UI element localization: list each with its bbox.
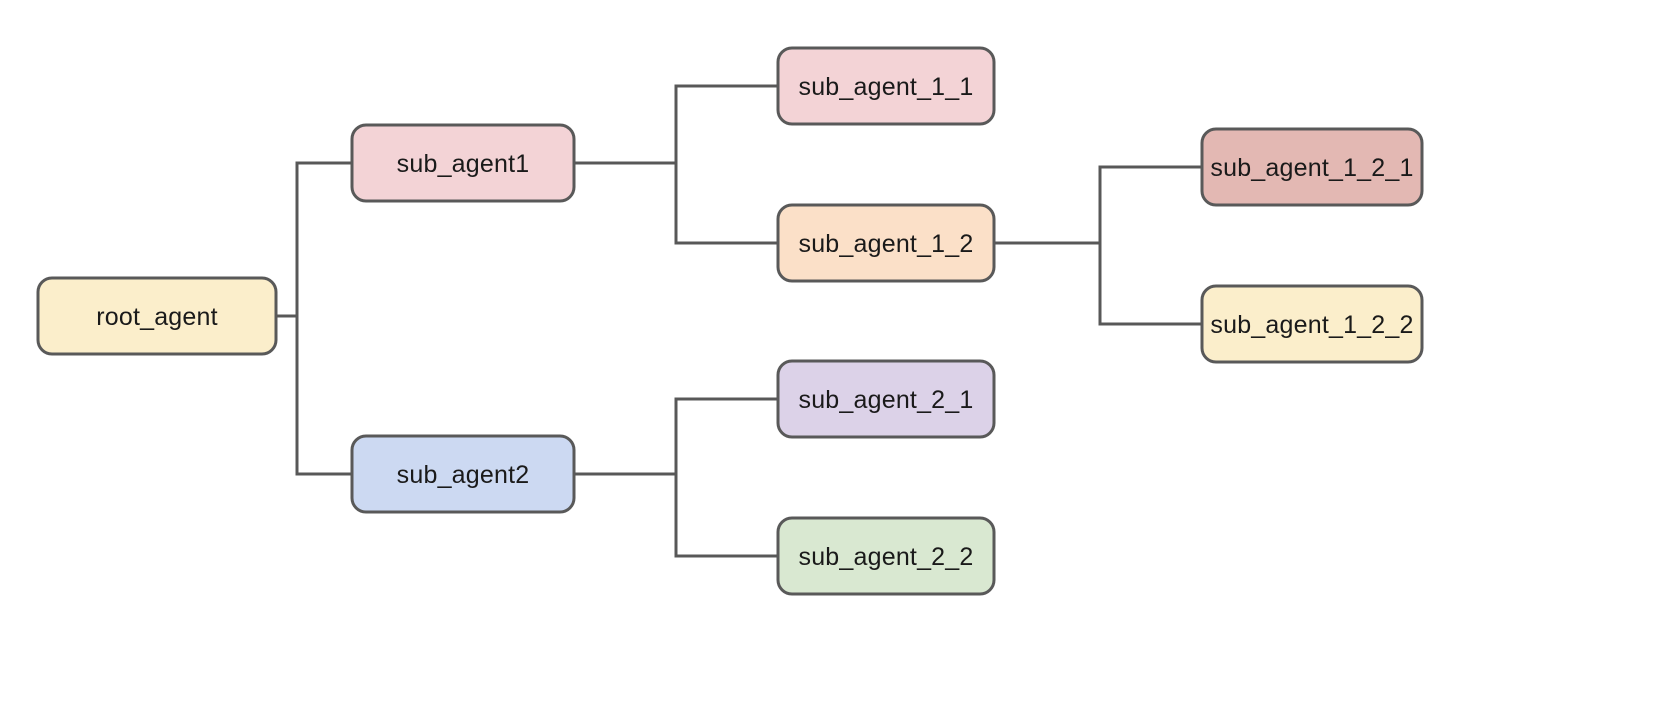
node-sub_agent_1_1[interactable]: sub_agent_1_1 [776, 46, 996, 126]
node-root_agent[interactable]: root_agent [36, 276, 278, 356]
edge-sub_agent1-to-sub_agent_1_1 [572, 84, 780, 165]
edge-sub_agent1-to-sub_agent_1_2 [572, 161, 780, 245]
node-sub_agent_2_1[interactable]: sub_agent_2_1 [776, 359, 996, 439]
node-label-sub_agent_1_2_1: sub_agent_1_2_1 [1210, 154, 1413, 182]
nodes-layer: root_agent sub_agent1 sub_agent2 sub_agent_… [36, 46, 1424, 596]
edge-sub_agent_1_2-to-sub_agent_1_2_1 [992, 165, 1204, 245]
node-label-sub_agent_2_2: sub_agent_2_2 [799, 543, 974, 571]
node-label-sub_agent_1_2_2: sub_agent_1_2_2 [1210, 311, 1413, 339]
node-box-sub_agent_1_2[interactable] [776, 203, 996, 283]
node-label-sub_agent2: sub_agent2 [397, 461, 530, 489]
node-box-sub_agent_1_1[interactable] [776, 46, 996, 126]
node-box-sub_agent_1_2_1[interactable] [1200, 127, 1424, 207]
node-label-sub_agent_1_1: sub_agent_1_1 [799, 73, 974, 101]
node-label-sub_agent_2_1: sub_agent_2_1 [799, 386, 974, 414]
node-box-sub_agent_1_2_2[interactable] [1200, 284, 1424, 364]
node-box-sub_agent2[interactable] [350, 434, 576, 514]
node-sub_agent1[interactable]: sub_agent1 [350, 123, 576, 203]
edge-root_agent-to-sub_agent2 [274, 314, 354, 476]
edge-sub_agent2-to-sub_agent_2_2 [572, 472, 780, 558]
node-box-root_agent[interactable] [36, 276, 278, 356]
node-label-root_agent: root_agent [96, 303, 218, 331]
node-label-sub_agent_1_2: sub_agent_1_2 [799, 230, 974, 258]
node-box-sub_agent_2_2[interactable] [776, 516, 996, 596]
node-sub_agent_1_2_2[interactable]: sub_agent_1_2_2 [1200, 284, 1424, 364]
node-sub_agent2[interactable]: sub_agent2 [350, 434, 576, 514]
edge-sub_agent_1_2-to-sub_agent_1_2_2 [992, 241, 1204, 326]
node-box-sub_agent_2_1[interactable] [776, 359, 996, 439]
node-label-sub_agent1: sub_agent1 [397, 150, 530, 178]
node-sub_agent_1_2_1[interactable]: sub_agent_1_2_1 [1200, 127, 1424, 207]
edge-root_agent-to-sub_agent1 [274, 161, 354, 318]
node-sub_agent_2_2[interactable]: sub_agent_2_2 [776, 516, 996, 596]
edge-sub_agent2-to-sub_agent_2_1 [572, 397, 780, 476]
node-box-sub_agent1[interactable] [350, 123, 576, 203]
node-sub_agent_1_2[interactable]: sub_agent_1_2 [776, 203, 996, 283]
edges-layer [274, 84, 1204, 558]
